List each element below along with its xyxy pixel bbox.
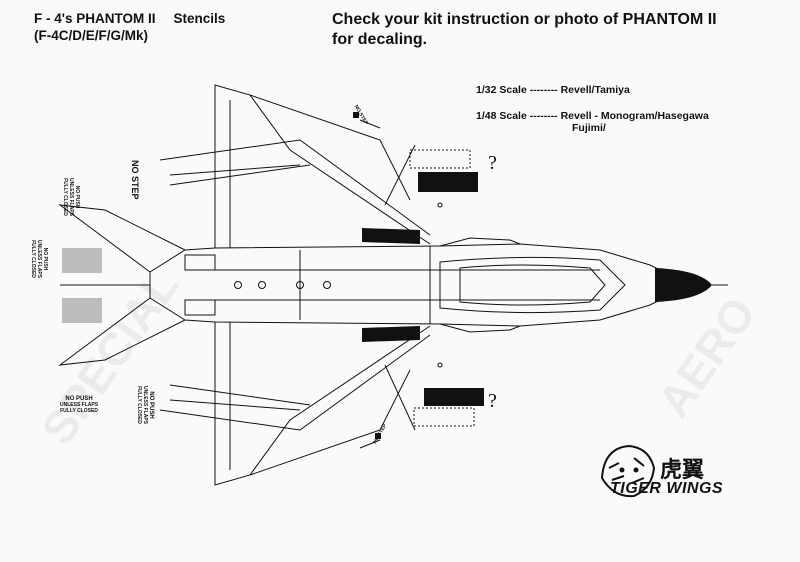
question-mark-upper: ?: [488, 152, 497, 174]
scale-1-48-cont: Fujimi/: [572, 122, 606, 134]
brand-chinese: 虎翼: [660, 457, 705, 482]
sheet-title: F - 4's PHANTOM II Stencils (F-4C/D/E/F/G…: [34, 10, 225, 44]
wing-lower: [214, 322, 431, 486]
wing-upper: [214, 84, 431, 248]
title-line-2: (F-4C/D/E/F/G/Mk): [34, 28, 148, 43]
decal-block-lower: [424, 388, 484, 406]
canopy: [439, 256, 626, 314]
question-mark-lower: ?: [488, 390, 497, 412]
decal-block-upper: [418, 172, 478, 192]
scale-1-32: 1/32 Scale -------- Revell/Tamiya: [476, 84, 630, 96]
scale-1-48: 1/48 Scale -------- Revell - Monogram/Ha…: [476, 110, 709, 122]
title-line-1: F - 4's PHANTOM II: [34, 11, 156, 26]
brand-name: TIGER WINGS: [610, 480, 724, 497]
instruction-line-1: Check your kit instruction or photo of P…: [332, 11, 717, 28]
stabilizer-lower: [58, 297, 186, 366]
stabilizer-upper: [58, 204, 186, 273]
radome: [655, 268, 712, 302]
no-step-label: NO STEP: [130, 160, 140, 200]
fuselage-outline: [149, 243, 692, 327]
instruction-text: Check your kit instruction or photo of P…: [332, 10, 717, 50]
instruction-line-2: for decaling.: [332, 31, 428, 48]
stencils-label: Stencils: [173, 11, 226, 26]
tiger-head-logo: [600, 444, 656, 498]
